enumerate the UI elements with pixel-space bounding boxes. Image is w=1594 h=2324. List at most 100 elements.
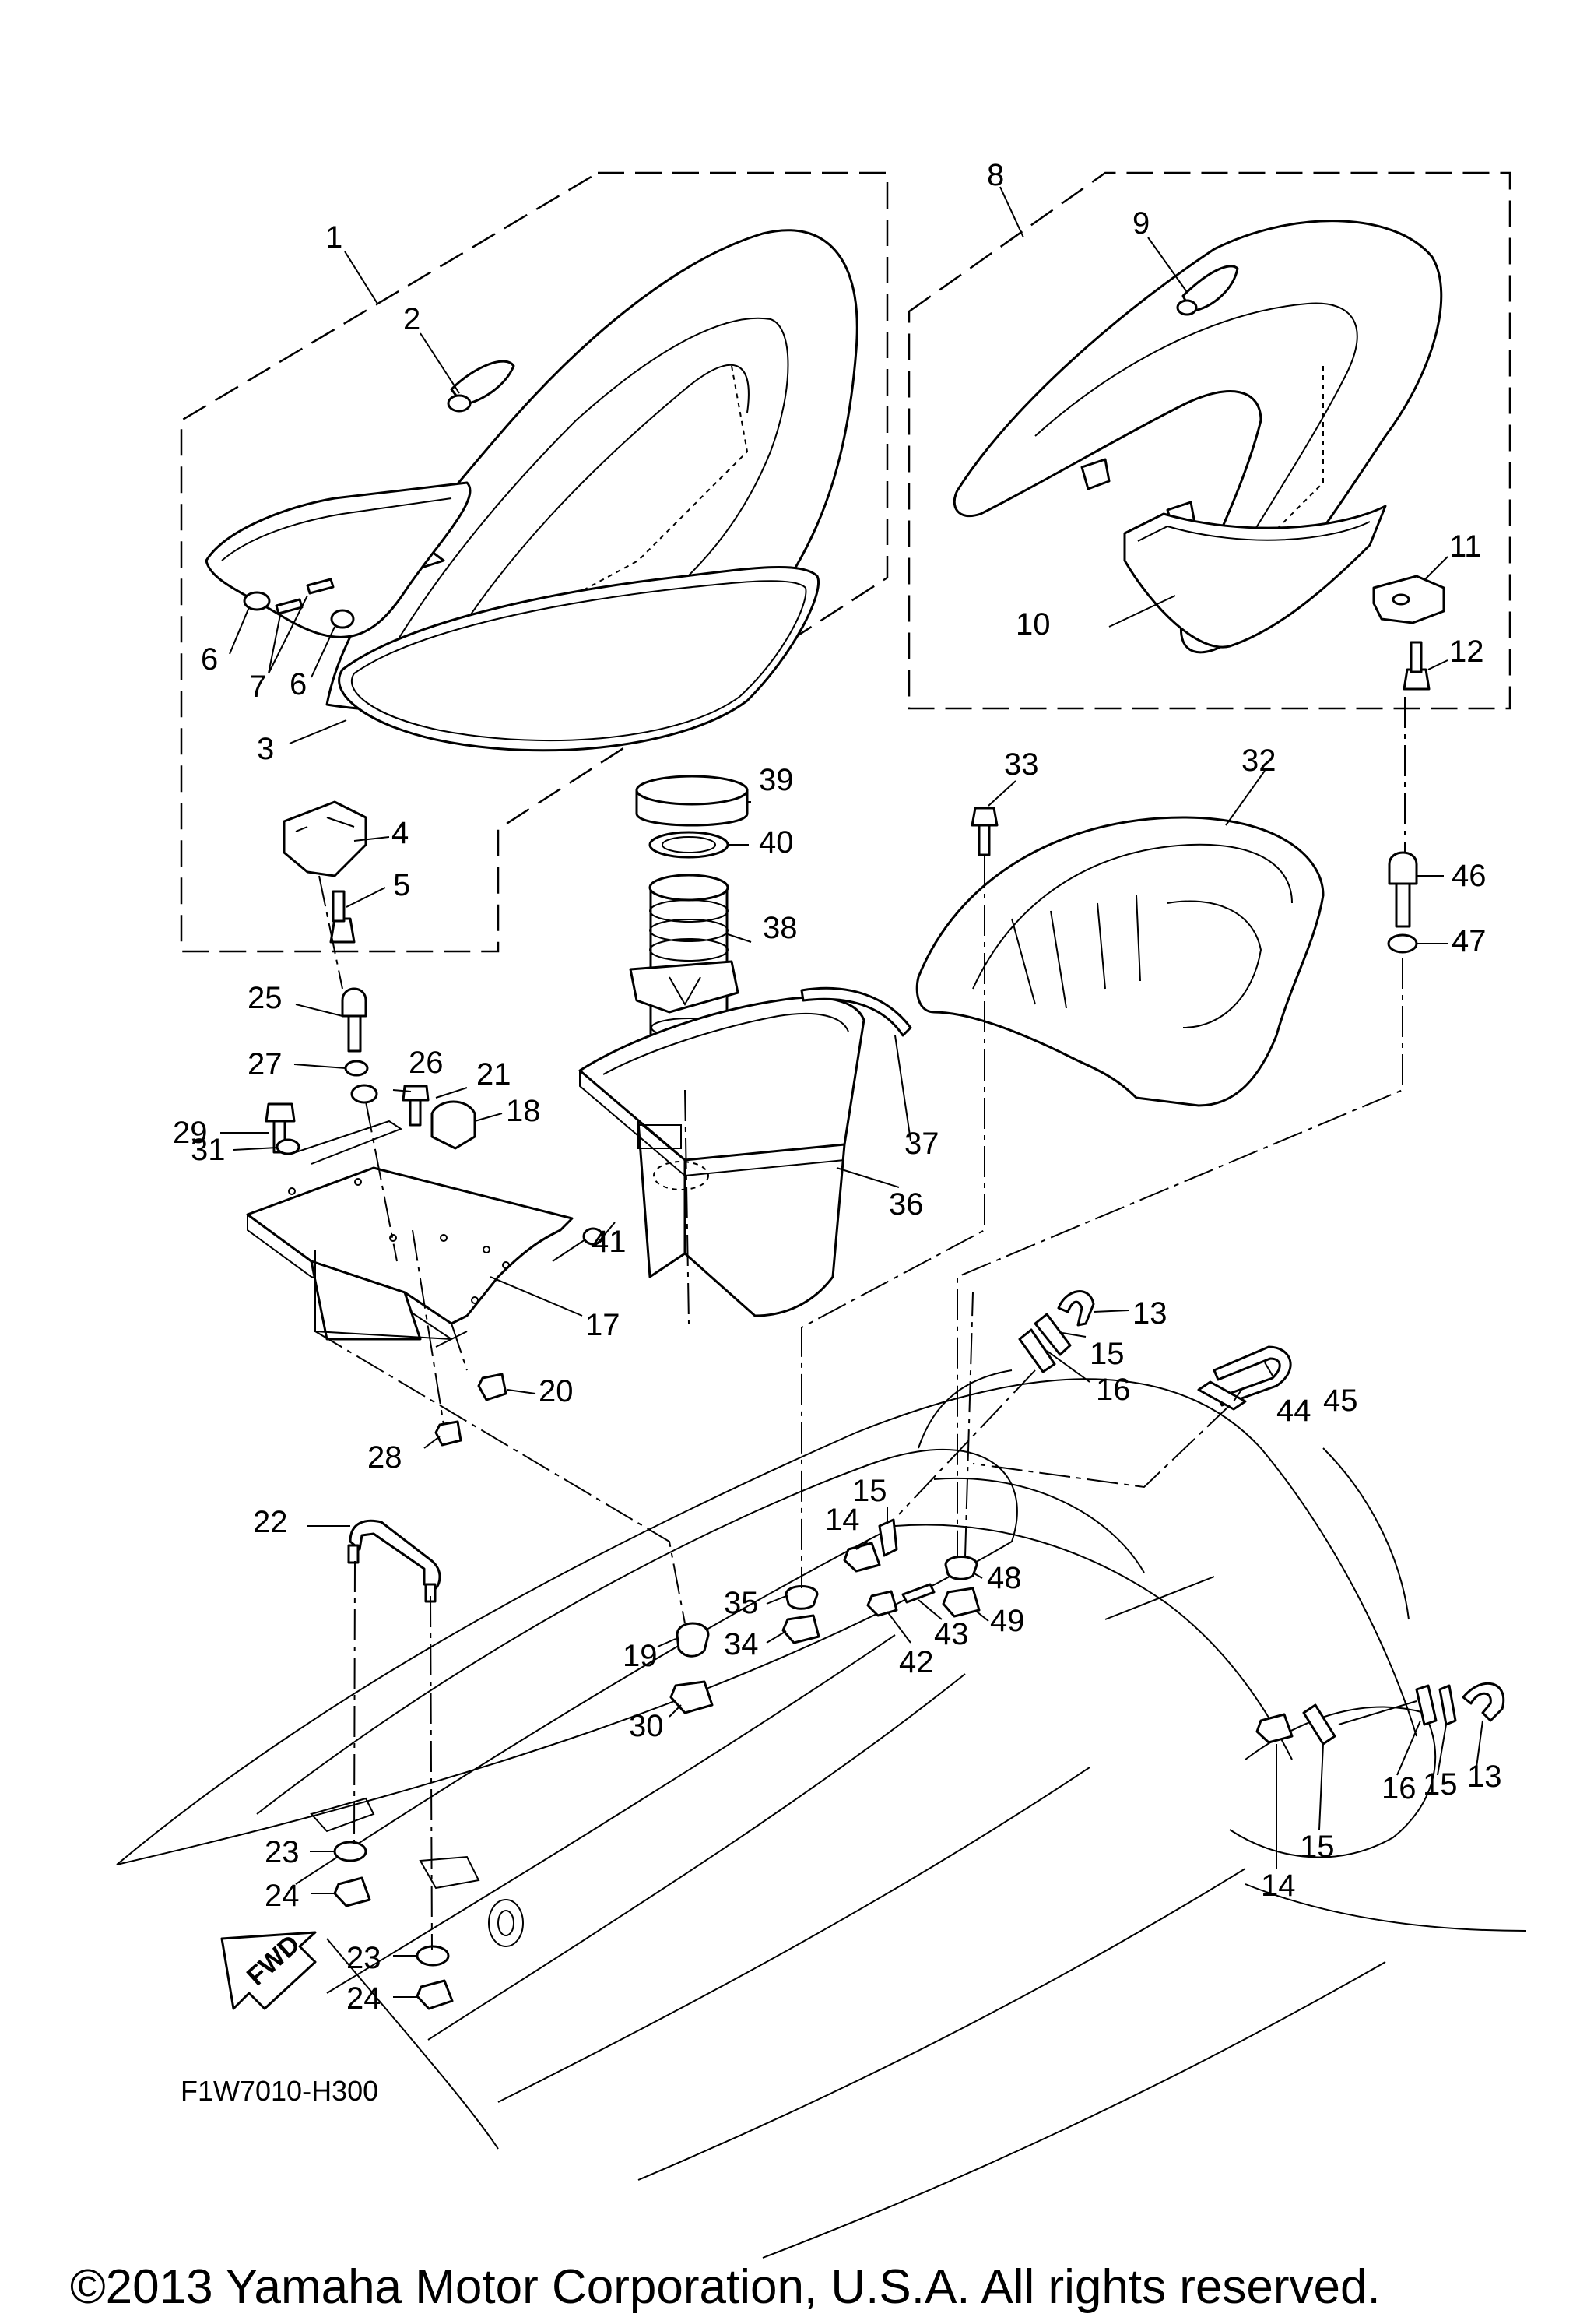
callout-35: 35 — [724, 1586, 759, 1620]
callout-11: 11 — [1449, 529, 1482, 564]
u-bolt-13-top — [1057, 1290, 1095, 1327]
callout-22: 22 — [253, 1505, 288, 1539]
callout-15-stern-outer: 15 — [1423, 1767, 1458, 1802]
callout-44: 44 — [1276, 1394, 1311, 1428]
plate-16-top — [1018, 1328, 1056, 1373]
nut-20 — [477, 1373, 507, 1401]
bolt-33 — [971, 807, 999, 856]
callout-32: 32 — [1241, 744, 1276, 778]
plate-15-top — [1034, 1313, 1072, 1356]
plate-43 — [901, 1583, 936, 1604]
callout-25: 25 — [248, 981, 283, 1015]
filler-cap-39 — [635, 775, 749, 827]
callout-12: 12 — [1449, 635, 1484, 669]
leader-lines — [220, 186, 1483, 1998]
grommet-19 — [676, 1622, 710, 1658]
latch-bracket-4 — [283, 800, 367, 877]
grab-handle-22 — [347, 1519, 441, 1603]
washer-26 — [350, 1084, 378, 1104]
assembly-centerlines — [314, 697, 1406, 1951]
callout-21: 21 — [476, 1057, 511, 1092]
washer-47 — [1387, 933, 1418, 954]
seal-strip-37 — [800, 986, 912, 1037]
nut-34 — [781, 1614, 820, 1644]
callout-24-left: 24 — [265, 1879, 300, 1913]
callout-37: 37 — [904, 1127, 939, 1161]
callout-45: 45 — [1323, 1384, 1358, 1418]
callout-18: 18 — [506, 1094, 541, 1128]
callout-23-left: 23 — [265, 1835, 300, 1869]
callout-41: 41 — [592, 1225, 627, 1259]
fwd-direction-arrow: FWD — [220, 1929, 317, 2010]
callout-31: 31 — [191, 1133, 226, 1167]
washer-27 — [344, 1060, 369, 1077]
nut-14-center — [843, 1542, 881, 1573]
callout-38: 38 — [763, 911, 798, 945]
rear-seat-gasket-10 — [1123, 505, 1387, 649]
callout-27: 27 — [248, 1047, 283, 1081]
plate-15-center — [878, 1518, 898, 1557]
callout-6-left: 6 — [201, 642, 218, 677]
callout-26: 26 — [409, 1046, 444, 1080]
callout-29: 29 — [173, 1116, 208, 1150]
callout-10: 10 — [1016, 607, 1051, 642]
nut-42 — [866, 1590, 898, 1617]
nut-49 — [942, 1587, 981, 1618]
callout-48: 48 — [987, 1561, 1022, 1595]
handle-deck-mount — [310, 1797, 480, 1890]
nut-24-right — [416, 1979, 454, 2010]
callout-2: 2 — [403, 302, 420, 336]
nut-28 — [434, 1420, 462, 1447]
callout-13-top: 13 — [1132, 1296, 1167, 1331]
callout-1: 1 — [325, 220, 342, 255]
callout-23-right: 23 — [346, 1941, 381, 1975]
latch-bracket-11 — [1372, 575, 1445, 624]
seat-assembly-8-boundary — [908, 171, 1511, 710]
hull-deck-outline — [116, 1369, 1526, 2259]
u-bolt-13-stern — [1462, 1682, 1505, 1722]
washer-6-left — [243, 591, 271, 611]
callout-6-right: 6 — [290, 667, 307, 701]
plate-15-stern-outer — [1438, 1684, 1457, 1726]
bolt-5 — [329, 890, 356, 944]
callout-13-stern: 13 — [1467, 1760, 1502, 1794]
callout-16-stern: 16 — [1382, 1771, 1417, 1805]
callout-9: 9 — [1132, 206, 1150, 241]
storage-box-36 — [578, 996, 865, 1317]
mounting-plate-17 — [246, 1120, 574, 1341]
seat-assembly-1-boundary — [180, 171, 889, 953]
callout-15-stern: 15 — [1300, 1830, 1335, 1864]
callout-47: 47 — [1452, 924, 1487, 958]
callout-3: 3 — [257, 732, 274, 766]
latch-striker-25 — [341, 987, 367, 1053]
clip-18 — [430, 1100, 476, 1150]
bolt-12 — [1403, 641, 1431, 691]
rivet-41 — [552, 1227, 604, 1262]
callout-7: 7 — [249, 670, 266, 704]
callout-24-right: 24 — [346, 1981, 381, 2016]
bolt-21 — [402, 1085, 430, 1127]
callout-49: 49 — [990, 1604, 1025, 1638]
callout-30: 30 — [629, 1709, 664, 1743]
washer-23-right — [416, 1945, 450, 1967]
callout-15-top: 15 — [1090, 1337, 1125, 1371]
callout-40: 40 — [759, 825, 794, 860]
copyright-notice: ©2013 Yamaha Motor Corporation, U.S.A. A… — [70, 2260, 1381, 2314]
latch-striker-46 — [1388, 851, 1418, 928]
callout-4: 4 — [391, 816, 409, 850]
callout-33: 33 — [1004, 747, 1039, 782]
callout-36: 36 — [889, 1187, 924, 1222]
washer-6-right — [330, 609, 355, 629]
washer-31 — [276, 1138, 300, 1155]
callout-28: 28 — [367, 1440, 402, 1475]
callout-19: 19 — [623, 1639, 658, 1673]
callout-39: 39 — [759, 763, 794, 797]
callout-20: 20 — [539, 1374, 574, 1408]
nut-30 — [669, 1680, 714, 1714]
plate-44 — [1197, 1380, 1247, 1411]
grommet-48 — [944, 1556, 978, 1580]
callout-17: 17 — [585, 1308, 620, 1342]
plate-15-stern — [1302, 1703, 1336, 1746]
plate-16-stern — [1415, 1684, 1438, 1726]
